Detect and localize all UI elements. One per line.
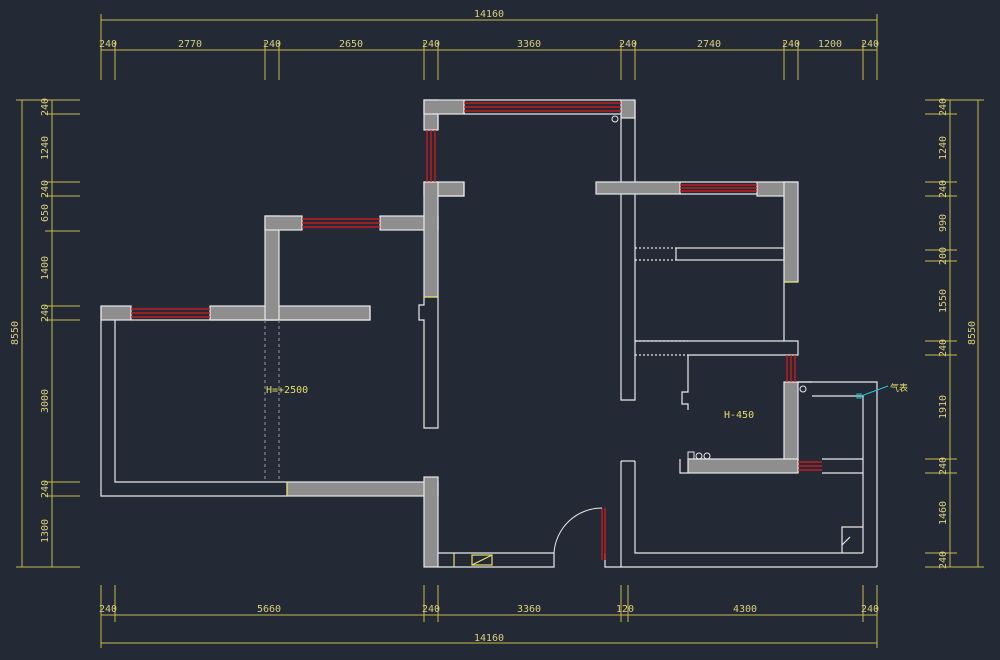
windows — [131, 102, 822, 560]
right-dim-4: 990 — [938, 214, 949, 232]
entry-door — [553, 507, 603, 554]
top-dim-9: 240 — [782, 39, 800, 50]
wall-outlines — [100, 99, 878, 568]
right-dim-1: 240 — [938, 98, 949, 116]
yellow-markers — [286, 281, 798, 567]
right-total-dimension: 8550 — [967, 321, 978, 345]
top-dim-1: 240 — [99, 39, 117, 50]
top-dim-11: 240 — [861, 39, 879, 50]
right-dim-11: 240 — [938, 551, 949, 569]
gas-stove-icon-2 — [703, 452, 711, 460]
left-dim-9: 1300 — [40, 519, 51, 543]
top-dimension-chain — [100, 14, 878, 80]
gas-meter-label: 气表 — [890, 382, 908, 394]
bottom-dim-3: 240 — [422, 604, 440, 615]
fixtures — [611, 115, 862, 460]
window-top-room — [464, 102, 621, 112]
top-dim-6: 3360 — [517, 39, 541, 50]
right-dim-9: 240 — [938, 457, 949, 475]
bottom-dimension-chain — [100, 585, 878, 648]
left-dim-2: 1240 — [40, 136, 51, 160]
top-dim-3: 240 — [263, 39, 281, 50]
left-dim-6: 240 — [40, 304, 51, 322]
right-dim-3: 240 — [938, 180, 949, 198]
bottom-dim-2: 5660 — [257, 604, 281, 615]
kitchen-height-label: H-450 — [724, 410, 754, 421]
floor-drain-icon-2 — [799, 385, 807, 393]
floor-drain-icon — [611, 115, 619, 123]
window-entry — [601, 508, 606, 560]
left-dim-4: 650 — [40, 204, 51, 222]
right-dim-10: 1460 — [938, 501, 949, 525]
structural-walls — [100, 99, 799, 568]
window-living-room — [131, 308, 210, 318]
top-dim-10: 1200 — [818, 39, 842, 50]
window-corridor — [426, 130, 436, 182]
gas-meter-leader — [860, 385, 889, 397]
window-dining — [302, 218, 380, 228]
right-dim-2: 1240 — [938, 136, 949, 160]
top-dim-5: 240 — [422, 39, 440, 50]
left-dim-5: 1400 — [40, 256, 51, 280]
left-dim-8: 240 — [40, 480, 51, 498]
top-dim-7: 240 — [619, 39, 637, 50]
bottom-dim-1: 240 — [99, 604, 117, 615]
hidden-lines — [264, 320, 280, 482]
left-dim-7: 3000 — [40, 389, 51, 413]
top-total-dimension: 14160 — [474, 9, 504, 20]
left-dim-1: 240 — [40, 98, 51, 116]
top-dim-8: 2740 — [697, 39, 721, 50]
left-total-dimension: 8550 — [10, 321, 21, 345]
right-dimension-chain — [925, 99, 984, 568]
bottom-dim-7: 240 — [861, 604, 879, 615]
window-kitchen — [786, 355, 796, 382]
bottom-dim-5: 120 — [616, 604, 634, 615]
right-dim-7: 240 — [938, 339, 949, 357]
bottom-total-dimension: 14160 — [474, 633, 504, 644]
living-room-height-label: H=+2500 — [266, 385, 308, 396]
left-dim-3: 240 — [40, 180, 51, 198]
gas-stove-icon — [695, 452, 703, 460]
right-dim-5: 200 — [938, 247, 949, 265]
left-dimension-chain — [16, 99, 80, 568]
right-dim-8: 1910 — [938, 395, 949, 419]
bottom-dim-4: 3360 — [517, 604, 541, 615]
right-dim-6: 1550 — [938, 289, 949, 313]
bottom-dim-6: 4300 — [733, 604, 757, 615]
window-balcony — [798, 461, 822, 471]
top-dim-4: 2650 — [339, 39, 363, 50]
top-dim-2: 2770 — [178, 39, 202, 50]
window-bedroom — [680, 184, 757, 192]
